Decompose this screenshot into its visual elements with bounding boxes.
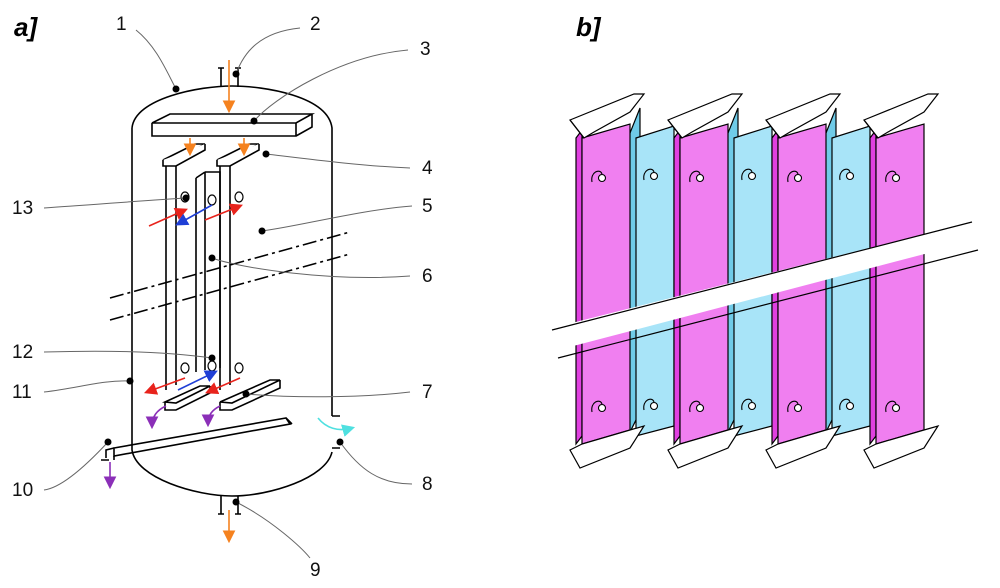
callout-numbers: 1 2 3 4 5 6 7 8 9 10 11 12 13 [12,14,433,581]
magenta-plate-1 [581,123,631,445]
plate-opening-b-2 [597,403,607,413]
plate-opening-curve-b-13 [839,168,851,181]
plate-opening-curve-b-6 [787,400,799,413]
bottom-trough-b-3 [765,424,842,469]
plate-opening-curve-b-10 [643,398,655,411]
bottom-trough-b-1 [569,424,646,469]
heat-arrow-3 [143,377,186,395]
plate-opening-b-11 [747,171,757,181]
plate-opening-curve-b-7 [885,170,897,183]
magenta-plate-4 [875,123,925,445]
callout-11: 11 [12,382,32,403]
vessel-shell [131,85,333,497]
cool-arrow-1 [175,204,213,226]
magenta-plate-edge-2 [673,128,681,446]
plate-opening-curve-b-3 [689,170,701,183]
distributor-top [151,113,316,137]
plate-opening-curve-b-11 [741,168,753,181]
callout-12: 12 [12,342,33,363]
plate-opening-curve-b-2 [591,400,603,413]
plate-opening-curve-b-12 [741,398,753,411]
callout-5: 5 [422,196,433,217]
plate-2 [195,171,221,372]
plate-opening-b-6 [793,403,803,413]
leader-dots [104,70,344,506]
plate-opening-b-4 [695,403,705,413]
cool-arrow-2 [177,370,218,391]
heat-arrow-4 [205,377,241,395]
heat-arrow-2 [204,203,243,221]
panel-b-diagram [551,93,979,469]
plate-opening-b-14 [845,401,855,411]
cross-band [552,222,978,350]
collector-tray [113,417,293,457]
magenta-plate-edge-4 [869,128,877,446]
break-line-upper [109,231,351,299]
drain-arrow-2 [201,405,221,428]
bottom-trough-b-2 [667,424,744,469]
callout-9: 9 [310,560,321,581]
magenta-plate-edge-1 [575,128,583,446]
plate-opening-curve-b-8 [885,400,897,413]
panel-label-a: a] [14,12,38,42]
plate-opening-b-10 [649,401,659,411]
heat-arrow-1 [148,208,188,227]
plate-opening-b-3 [695,173,705,183]
callout-13: 13 [12,198,33,219]
panel-label-b: b] [576,12,601,42]
top-trough-2 [216,144,260,167]
plate-3 [216,143,260,390]
flow-arrows [103,60,356,544]
plate-opening-b-8 [891,403,901,413]
magenta-plate-2 [679,123,729,445]
callout-10: 10 [12,480,33,501]
callout-8: 8 [422,474,433,495]
bottom-trough-b-4 [863,424,940,469]
plate-opening-b-1 [597,173,607,183]
leader-lines [43,27,413,559]
panel-a-diagram [101,67,351,515]
callout-3: 3 [420,39,431,60]
bottom-trough-2 [219,379,281,411]
callout-1: 1 [116,14,127,35]
plate-opening-b-7 [891,173,901,183]
plate-opening-curve-b-9 [643,168,655,181]
plate-opening-b-13 [845,171,855,181]
break-line-lower [109,253,351,321]
callout-4: 4 [422,158,433,179]
side-outlet [332,415,340,449]
bottom-nozzle [220,496,239,514]
drain-arrow-1 [145,405,167,430]
plate-opening-curve-b-14 [839,398,851,411]
cross-band-bottom-edge [557,249,979,359]
callout-7: 7 [422,382,433,403]
plate-opening-b-5 [793,173,803,183]
collector-outlet [101,447,115,461]
vapor-outlet-arrow [317,417,356,437]
plate-opening-b-12 [747,401,757,411]
callout-6: 6 [422,266,433,287]
plate-opening-curve-b-5 [787,170,799,183]
top-trough-1 [162,144,206,167]
plate-openings [180,191,244,374]
callout-2: 2 [310,14,321,35]
plate-opening-curve-b-4 [689,400,701,413]
plate-opening-b-9 [649,171,659,181]
bottom-trough-1 [161,385,211,411]
plate-opening-curve-b-1 [591,170,603,183]
cross-band-top-edge [551,221,973,331]
